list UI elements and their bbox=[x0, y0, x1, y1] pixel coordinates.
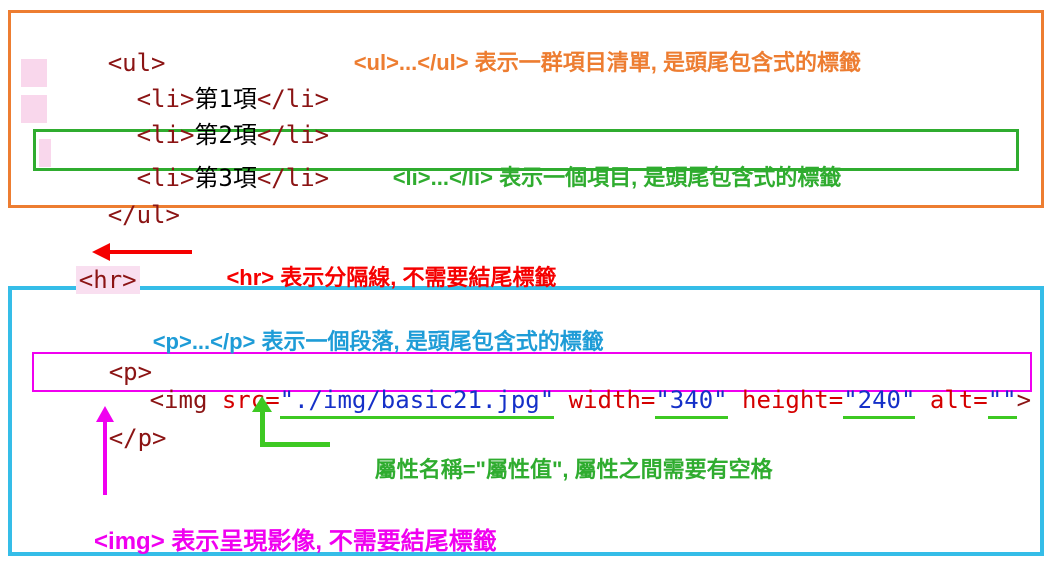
p-annotation-desc: 表示一個段落, 是頭尾包含式的標籤 bbox=[255, 329, 604, 354]
li-close-tag: </li> bbox=[256, 85, 330, 113]
code-line-p-close: </p> bbox=[22, 396, 167, 480]
hr-tag: <hr> bbox=[75, 266, 140, 294]
ul-annotation-tag: <ul>...</ul> bbox=[353, 50, 469, 75]
ul-code-panel: <ul> <ul>...</ul> 表示一群項目清單, 是頭尾包含式的標籤 <l… bbox=[8, 10, 1044, 229]
li-item-text: 第3項 bbox=[194, 164, 257, 192]
attr-syntax-annotation: 屬性名稱="屬性值", 屬性之間需要有空格 bbox=[338, 428, 773, 512]
li-annotation-desc: 表示一個項目, 是頭尾包含式的標籤 bbox=[492, 165, 842, 190]
code-line-li-3: <li>第3項</li> bbox=[21, 136, 330, 220]
img-highlight-box bbox=[32, 352, 1032, 392]
code-line-hr: <hr> bbox=[18, 238, 140, 322]
p-annotation-tag: <p>...</p> bbox=[152, 329, 256, 354]
height-attr-value: "240" bbox=[843, 386, 916, 419]
img-open-tag: <img bbox=[120, 386, 222, 414]
attr-arrow-shaft-horizontal bbox=[260, 442, 330, 447]
code-line-p-open: <p> bbox=[22, 330, 152, 414]
code-line-li-1: <li>第1項</li> bbox=[21, 57, 330, 141]
src-attr-value: "./img/basic21.jpg" bbox=[279, 386, 555, 419]
width-attr-name: width= bbox=[554, 386, 656, 414]
li-highlight-box bbox=[33, 129, 1019, 171]
code-line-ul-close: </ul> bbox=[21, 173, 180, 257]
img-annotation-tag: <img> bbox=[94, 528, 165, 555]
hr-arrow-shaft bbox=[108, 250, 192, 254]
attr-arrow-shaft-vertical bbox=[260, 411, 265, 447]
li-close-tag: </li> bbox=[256, 164, 330, 192]
height-attr-name: height= bbox=[727, 386, 844, 414]
hr-arrow-head bbox=[92, 243, 110, 261]
li-tag-annotation: <li>...</li> 表示一個項目, 是頭尾包含式的標籤 bbox=[356, 136, 842, 220]
p-tag-annotation: <p>...</p> 表示一個段落, 是頭尾包含式的標籤 bbox=[116, 300, 604, 384]
img-close-bracket: > bbox=[1016, 386, 1032, 414]
li-close-tag: </li> bbox=[256, 121, 330, 149]
img-annotation-desc: 表示呈現影像, 不需要結尾標籤 bbox=[164, 528, 497, 555]
ul-close-tag: </ul> bbox=[107, 201, 180, 229]
ul-annotation-desc: 表示一群項目清單, 是頭尾包含式的標籤 bbox=[468, 50, 861, 75]
width-attr-value: "340" bbox=[655, 386, 728, 419]
li-open-tag: <li> bbox=[107, 85, 195, 113]
hr-annotation-desc: 表示分隔線, 不需要結尾標籤 bbox=[274, 265, 557, 290]
code-line-ul-open: <ul> bbox=[21, 21, 166, 105]
li-item-text: 第1項 bbox=[194, 85, 257, 113]
attr-annotation-text: 屬性名稱="屬性值", 屬性之間需要有空格 bbox=[374, 457, 773, 482]
attr-arrow-head bbox=[252, 396, 272, 412]
img-arrow-shaft bbox=[103, 421, 107, 495]
p-code-panel: <p>...</p> 表示一個段落, 是頭尾包含式的標籤 <p> <img sr… bbox=[8, 286, 1044, 556]
li-open-tag: <li> bbox=[107, 121, 195, 149]
indent-highlight bbox=[21, 59, 47, 87]
img-tag-annotation: <img> 表示呈現影像, 不需要結尾標籤 bbox=[54, 500, 497, 570]
p-open-tag: <p> bbox=[108, 358, 153, 386]
hr-tag-annotation: <hr> 表示分隔線, 不需要結尾標籤 bbox=[202, 236, 557, 320]
ul-open-tag: <ul> bbox=[107, 49, 166, 77]
indent-highlight bbox=[39, 139, 51, 167]
p-close-tag: </p> bbox=[108, 424, 167, 452]
hr-annotation-tag: <hr> bbox=[226, 265, 275, 290]
ul-tag-annotation: <ul>...</ul> 表示一群項目清單, 是頭尾包含式的標籤 bbox=[317, 21, 861, 105]
li-item-text: 第2項 bbox=[194, 121, 257, 149]
code-line-li-2: <li>第2項</li> bbox=[21, 93, 330, 177]
code-line-img: <img src="./img/basic21.jpg" width="340"… bbox=[34, 358, 1031, 442]
li-open-tag: <li> bbox=[107, 164, 195, 192]
alt-attr-name: alt= bbox=[915, 386, 988, 414]
img-arrow-head bbox=[96, 406, 114, 422]
indent-highlight bbox=[21, 95, 47, 123]
alt-attr-value: "" bbox=[987, 386, 1017, 419]
li-annotation-tag: <li>...</li> bbox=[392, 165, 493, 190]
